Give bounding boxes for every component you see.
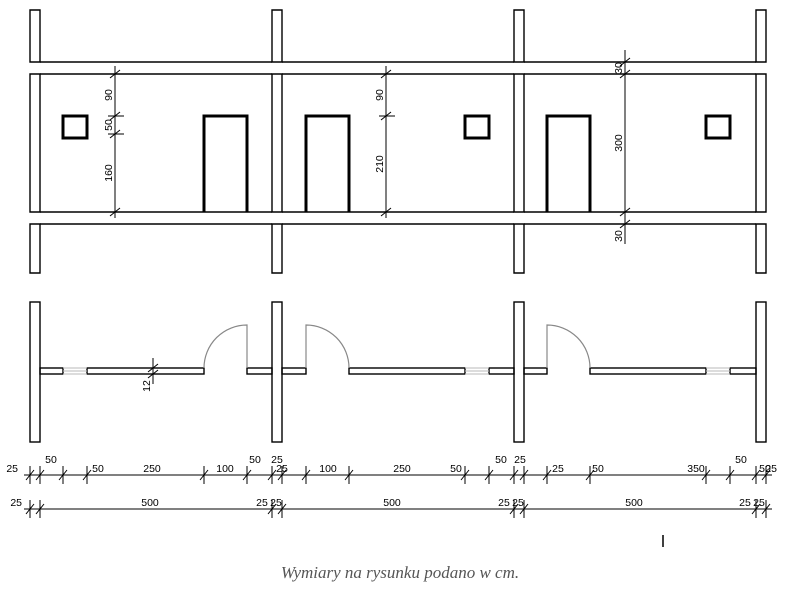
dim-label-row1-1: 50 — [45, 454, 57, 466]
plan-view — [29, 301, 767, 443]
dim-label-row2-1: 500 — [141, 497, 159, 509]
window-opening-2 — [463, 114, 491, 140]
window-opening-1 — [61, 114, 89, 140]
plan-window-1 — [63, 367, 87, 375]
elevation-openings — [61, 114, 732, 212]
dim-mid-90: 90 — [374, 89, 386, 101]
plan-pier-4 — [755, 301, 767, 443]
dim-label-row2-4: 500 — [383, 497, 401, 509]
dim-label-row1-13: 25 — [552, 463, 564, 475]
dim-label-row2-8: 25 — [739, 497, 751, 509]
dim-label-row2-2: 25 — [256, 497, 268, 509]
dim-left-160: 160 — [103, 164, 115, 182]
door-opening-3 — [545, 114, 592, 212]
dim-label-row1-0: 25 — [6, 463, 18, 475]
dim-label-row2-9: 25 — [753, 497, 765, 509]
dim-label-row1-4: 100 — [216, 463, 234, 475]
dim-mid-210: 210 — [374, 155, 386, 173]
elevation-dim-labels: 90 50 160 90 210 30 300 30 — [103, 62, 625, 242]
plan-pier-2 — [271, 301, 283, 443]
caption: Wymiary na rysunku podano w cm. — [280, 563, 520, 582]
dim-label-row1-6: 25 — [271, 454, 283, 466]
pier-2 — [271, 9, 283, 274]
dim-label-row1-11: 50 — [495, 454, 507, 466]
dim-label-row2-6: 25 — [512, 497, 524, 509]
dimension-chains — [24, 466, 772, 518]
pier-left — [29, 9, 41, 274]
dim-label-row1-14: 50 — [592, 463, 604, 475]
pier-3 — [513, 9, 525, 274]
dim-label-row1-17: 50 — [759, 463, 771, 475]
door-swing-3 — [546, 324, 591, 369]
dim-label-row2-7: 500 — [625, 497, 643, 509]
dim-right-30a: 30 — [613, 62, 625, 74]
door-swing-1 — [203, 324, 248, 369]
dim-right-30b: 30 — [613, 230, 625, 242]
door-swing-2 — [305, 324, 350, 369]
plan-pier-3 — [513, 301, 525, 443]
dim-left-90: 90 — [103, 89, 115, 101]
dim-label-row1-15: 350 — [687, 463, 705, 475]
plan-window-3 — [706, 367, 730, 375]
dim-right-300: 300 — [613, 134, 625, 152]
dim-label-row1-16: 50 — [735, 454, 747, 466]
wall-thickness-label: 12 — [141, 380, 153, 392]
dim-left-50: 50 — [103, 119, 115, 131]
dim-label-row1-8: 100 — [319, 463, 337, 475]
dim-label-row2-0: 25 — [10, 497, 22, 509]
plan-window-2 — [465, 367, 489, 375]
dim-label-row1-10: 50 — [450, 463, 462, 475]
dim-label-row2-5: 25 — [498, 497, 510, 509]
wall-thickness-dim — [147, 358, 159, 384]
window-opening-3 — [704, 114, 732, 140]
dim-label-row2-3: 25 — [270, 497, 282, 509]
door-opening-2 — [304, 114, 351, 212]
dim-label-row1-3: 250 — [143, 463, 161, 475]
dim-label-row1-18: 25 — [765, 463, 777, 475]
dim-label-row1-9: 250 — [393, 463, 411, 475]
dim-label-row1-7: 25 — [276, 463, 288, 475]
plan-door-swings — [203, 324, 591, 369]
door-opening-1 — [202, 114, 249, 212]
elevation-view — [29, 9, 767, 274]
pier-right — [755, 9, 767, 274]
dim-label-row1-5: 50 — [249, 454, 261, 466]
dim-label-row1-12: 25 — [514, 454, 526, 466]
dim-label-row1-2: 50 — [92, 463, 104, 475]
plan-windows — [63, 367, 730, 375]
elevation-dimensions — [108, 50, 634, 244]
plan-pier-1 — [29, 301, 41, 443]
